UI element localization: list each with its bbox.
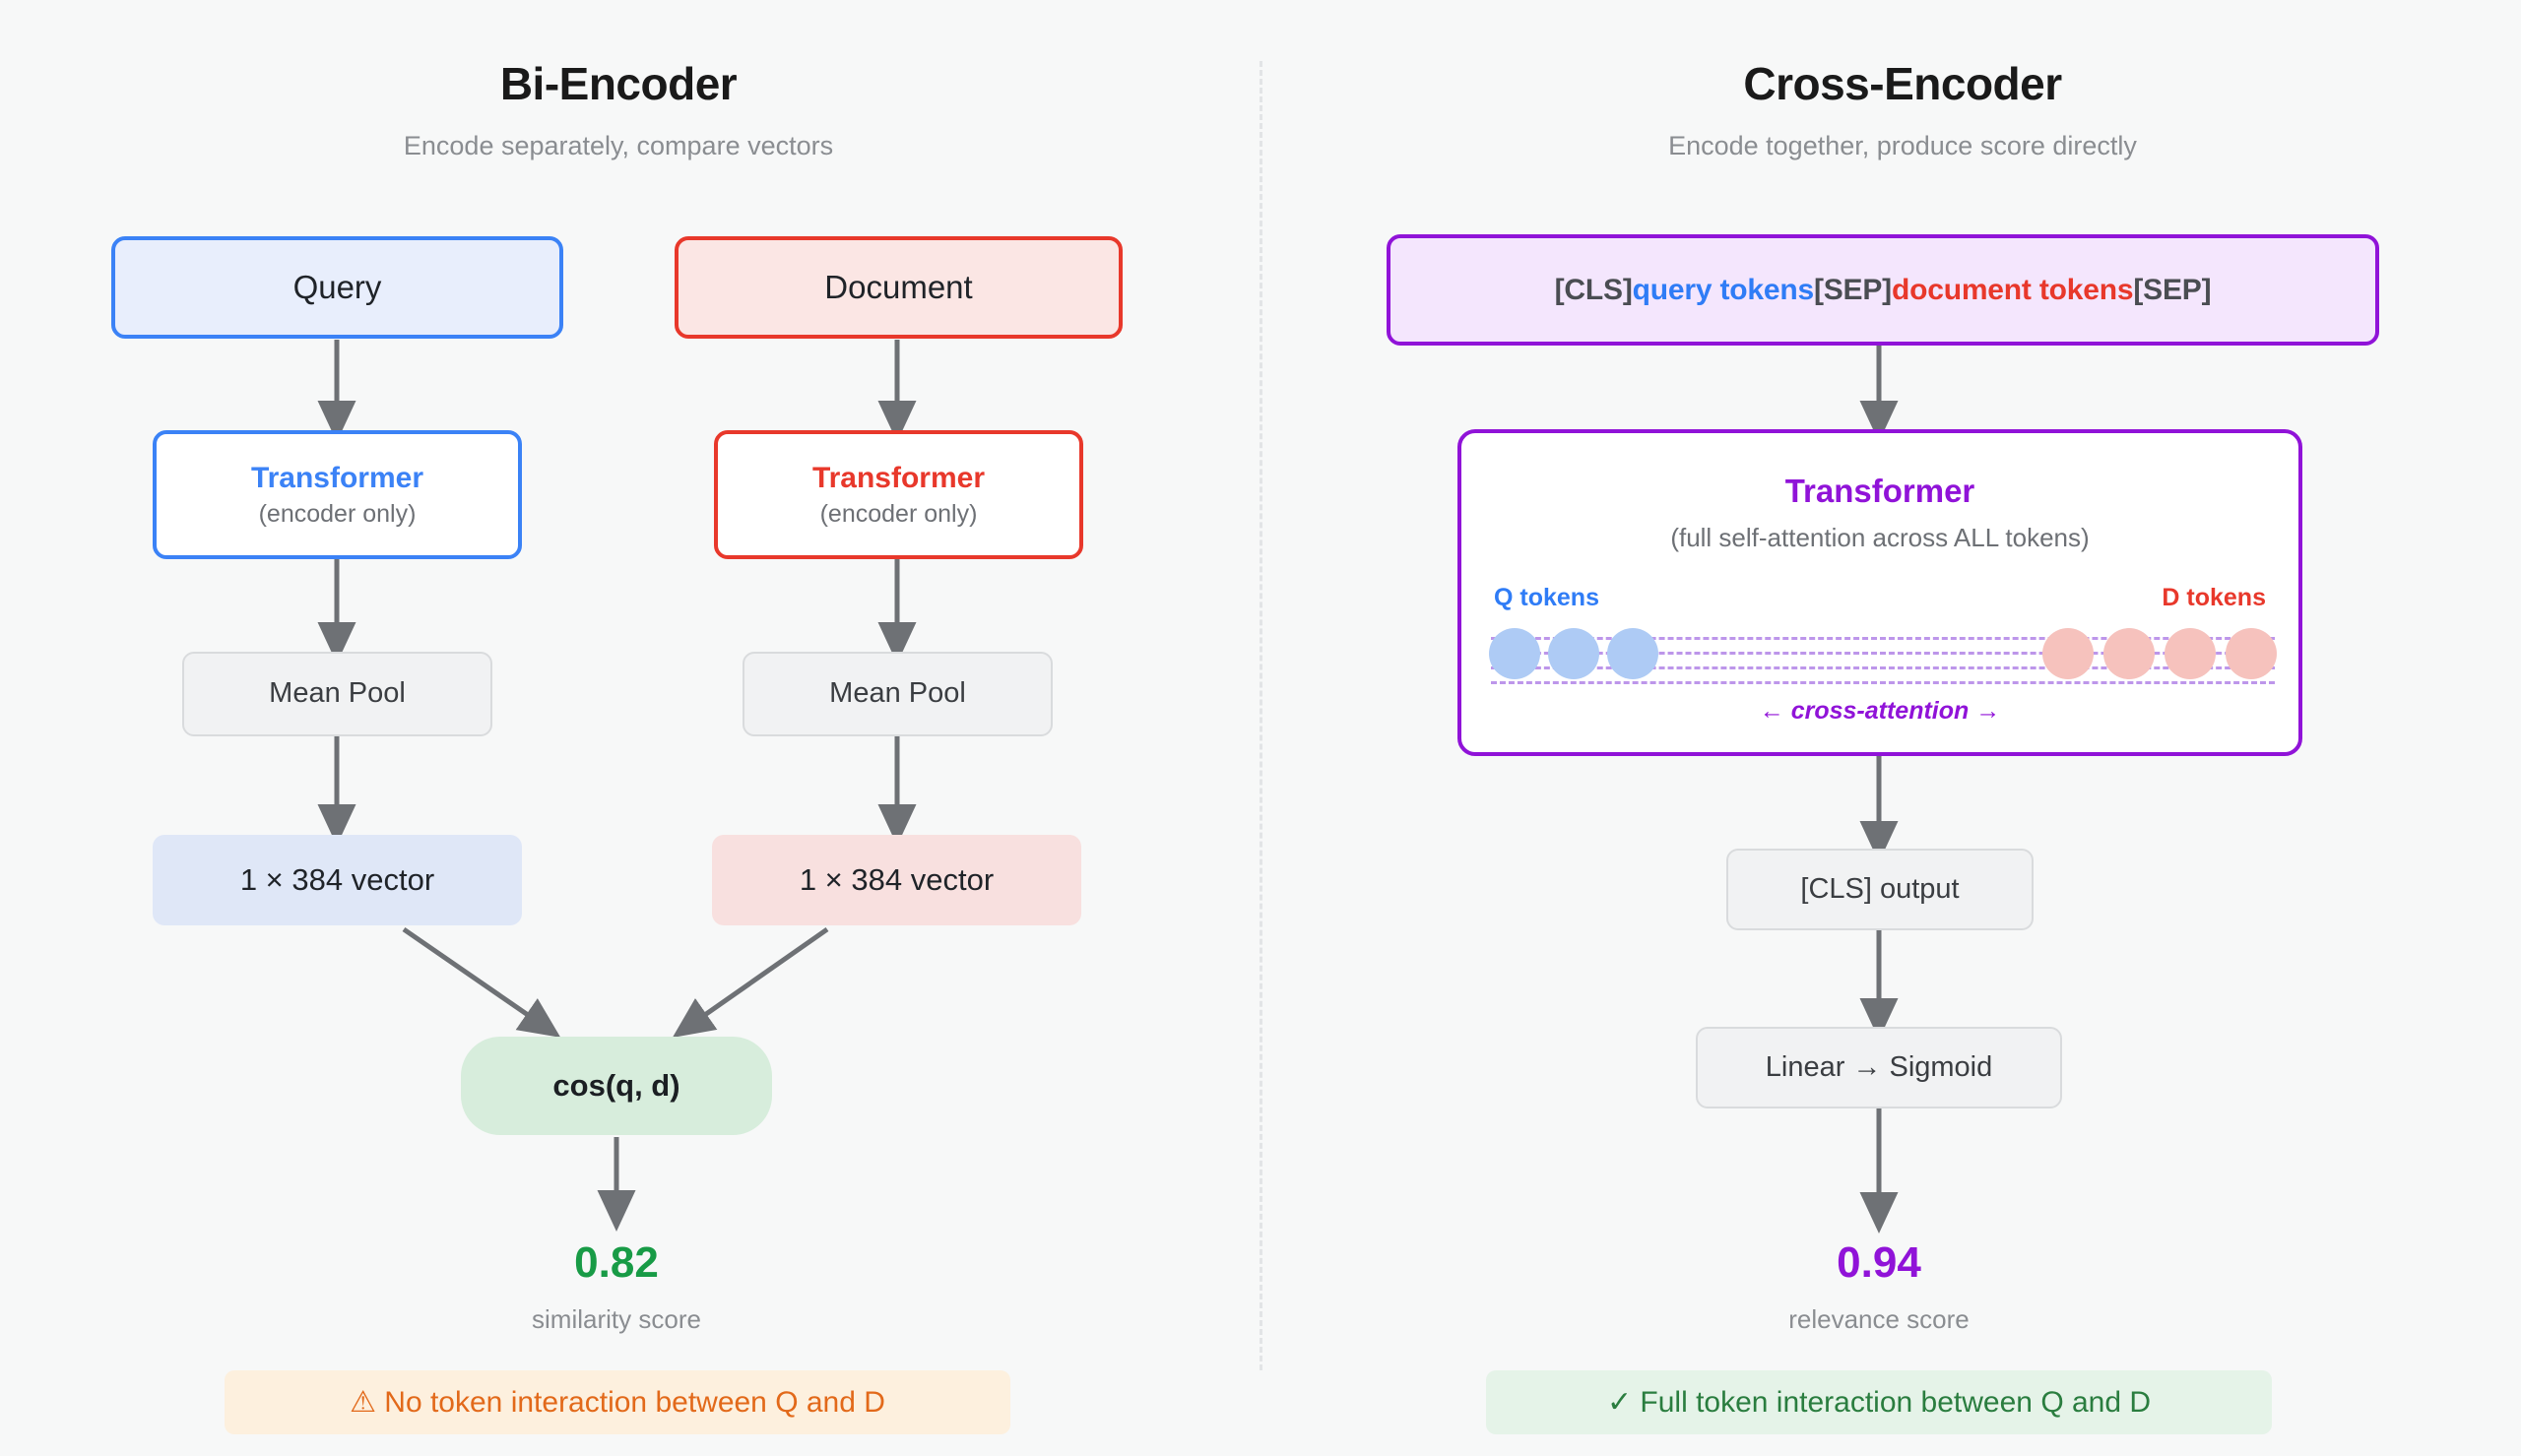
token-sequence-text: [CLS]query tokens[SEP]document tokens[SE… [1555,274,2212,307]
query-vector-label: 1 × 384 vector [239,862,435,898]
bi-encoder-subtitle: Encode separately, compare vectors [403,131,834,160]
cross-attention-line [1491,637,2275,640]
query-vector-box[interactable]: 1 × 384 vector [153,835,522,925]
document-vector-label: 1 × 384 vector [799,862,995,898]
token-chunk-cls: [CLS] [1554,273,1633,306]
relevance-score-value: 0.94 [1837,1238,1921,1287]
token-chunk-document: document tokens [1891,273,2134,306]
token-chunk-cls: [SEP] [1813,273,1892,306]
query-transformer-box[interactable]: Transformer (encoder only) [153,430,522,559]
cls-output-box[interactable]: [CLS] output [1726,849,2034,930]
query-box[interactable]: Query [111,236,563,339]
d-token-dot [2103,628,2155,679]
document-vector-box[interactable]: 1 × 384 vector [712,835,1081,925]
cross-transformer-title: Transformer [1784,473,1975,509]
query-mean-pool-label: Mean Pool [269,677,406,710]
document-mean-pool-label: Mean Pool [829,677,966,710]
cross-attention-line [1491,681,2275,684]
full-token-interaction-text: ✓ Full token interaction between Q and D [1606,1386,2152,1419]
cosine-similarity-box[interactable]: cos(q, d) [461,1037,772,1135]
cls-output-label: [CLS] output [1800,872,1960,905]
no-token-interaction-text: ⚠ No token interaction between Q and D [350,1386,885,1419]
cross-encoder-subtitle: Encode together, produce score directly [1668,131,2137,160]
bi-encoder-title: Bi-Encoder [499,58,738,109]
query-transformer-subtitle: (encoder only) [258,500,417,528]
document-box[interactable]: Document [675,236,1123,339]
cross-attention-line [1491,652,2275,655]
query-box-label: Query [292,269,382,306]
d-token-dot [2226,628,2277,679]
document-mean-pool-box[interactable]: Mean Pool [743,652,1053,736]
document-transformer-subtitle: (encoder only) [819,500,978,528]
cross-transformer-box[interactable]: Transformer (full self-attention across … [1457,429,2302,756]
q-tokens-legend: Q tokens [1494,584,1599,611]
cross-attention-label: ← cross-attention → [1759,697,2001,725]
relevance-score-caption: relevance score [1788,1304,1970,1334]
q-token-dot [1548,628,1599,679]
token-chunk-cls: [SEP] [2133,273,2212,306]
q-token-dot [1607,628,1658,679]
no-token-interaction-note: ⚠ No token interaction between Q and D [225,1370,1010,1434]
similarity-score-value: 0.82 [574,1238,659,1287]
token-sequence-box[interactable]: [CLS]query tokens[SEP]document tokens[SE… [1387,234,2379,346]
token-chunk-query: query tokens [1632,273,1815,306]
document-box-label: Document [824,269,973,306]
document-transformer-box[interactable]: Transformer (encoder only) [714,430,1083,559]
d-token-dot [2042,628,2094,679]
cosine-similarity-label: cos(q, d) [552,1068,680,1104]
full-token-interaction-note: ✓ Full token interaction between Q and D [1486,1370,2272,1434]
d-tokens-legend: D tokens [2162,584,2266,611]
linear-sigmoid-label: Linear → Sigmoid [1765,1050,1993,1083]
cross-attention-line [1491,666,2275,669]
query-transformer-title: Transformer [250,462,424,494]
d-token-dot [2165,628,2216,679]
cross-transformer-subtitle: (full self-attention across ALL tokens) [1670,523,2090,552]
q-token-dot [1489,628,1540,679]
query-mean-pool-box[interactable]: Mean Pool [182,652,492,736]
panel-divider [1260,61,1262,1370]
document-transformer-title: Transformer [811,462,986,494]
similarity-score-caption: similarity score [532,1304,701,1334]
cross-encoder-title: Cross-Encoder [1743,58,2062,109]
linear-sigmoid-box[interactable]: Linear → Sigmoid [1696,1027,2062,1108]
